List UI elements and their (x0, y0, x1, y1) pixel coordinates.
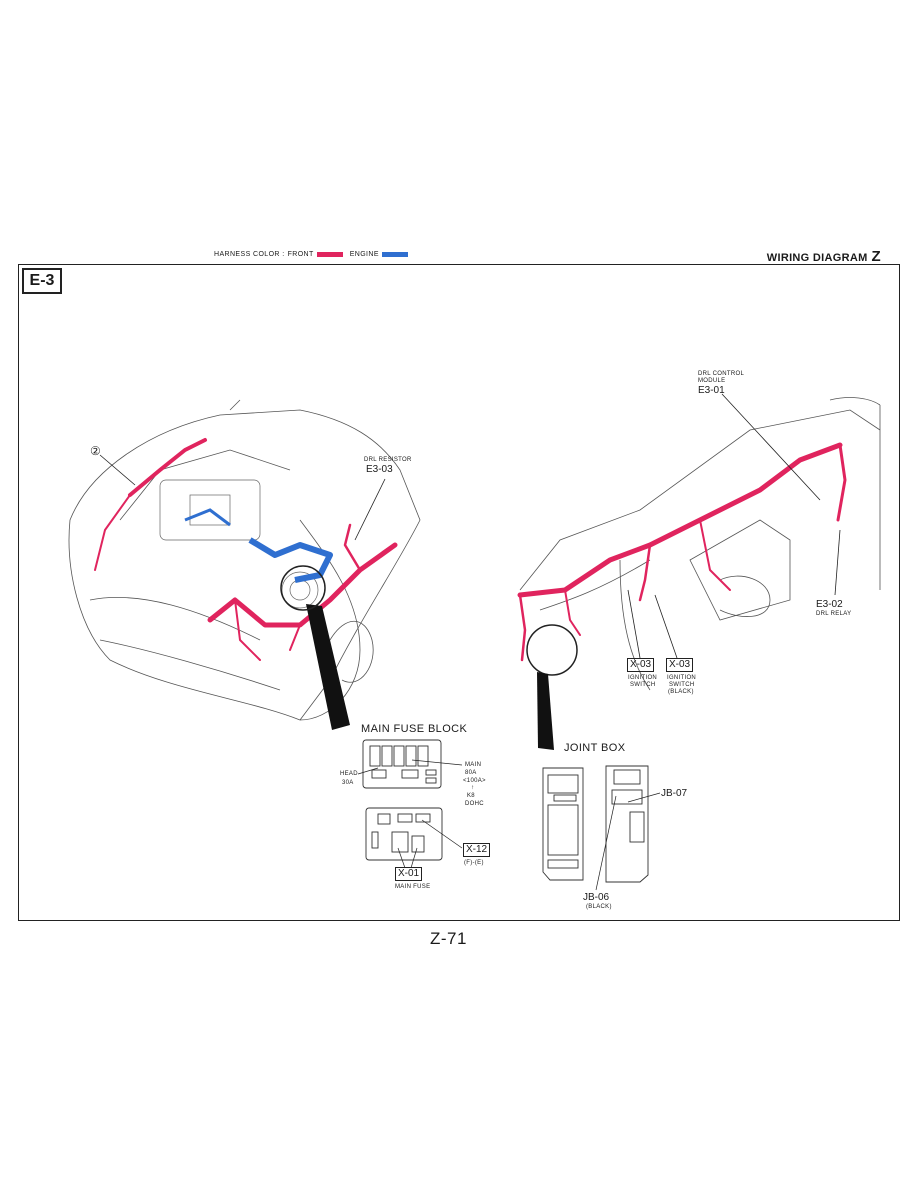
joint-box-title: JOINT BOX (564, 742, 626, 754)
ignition-switch-black-label-3: (BLACK) (668, 689, 694, 695)
jb06-code: JB-06 (583, 892, 610, 903)
ignition-switch-label-2: SWITCH (630, 682, 656, 688)
drl-resistor-leader (354, 478, 386, 541)
callout-2: ② (90, 444, 101, 458)
x01-label: MAIN FUSE (395, 884, 431, 890)
main-fuse-block-bottom (365, 807, 443, 861)
engine-label: ENGINE (349, 251, 379, 258)
dashboard-zoom-pointer (537, 672, 554, 750)
front-color-swatch (316, 252, 343, 257)
engine-harness (248, 537, 333, 583)
x12-note: (F)-(E) (464, 860, 484, 866)
x12-leader (421, 819, 463, 849)
head-fuse-label: HEAD (340, 771, 358, 777)
drl-control-module-code: E3-01 (698, 385, 725, 396)
drl-relay-code: E3-02 (816, 599, 843, 610)
ignition-switch-black-code: X-03 (666, 658, 694, 672)
engine-block-sketch (159, 479, 319, 609)
x01-leader-b (410, 847, 418, 869)
jb06-note: (BLACK) (586, 904, 612, 910)
front-label: FRONT (287, 251, 314, 258)
section-tag: E-3 (22, 268, 62, 294)
page-number: Z-71 (430, 929, 467, 948)
main-fuse-engine-2: DOHC (465, 801, 484, 807)
jb07-leader (627, 792, 661, 803)
dashboard-front-harness (517, 442, 847, 662)
main-fuse-label: MAIN (465, 762, 482, 768)
callout-2-leader (99, 454, 136, 486)
engine-bay-car-outline (68, 399, 421, 721)
diagram-frame (18, 264, 900, 921)
ignition-switch-code: X-03 (627, 658, 655, 672)
joint-box-rear (605, 765, 649, 883)
drl-control-module-label-1: DRL CONTROL (698, 371, 745, 377)
head-fuse-leader (357, 767, 379, 775)
jb06-leader (595, 795, 617, 891)
engine-bay-zoom-circle (280, 565, 326, 611)
ignition-switch-black-leader (654, 594, 678, 659)
harness-color-legend: HARNESS COLOR : FRONT ENGINE (214, 251, 408, 258)
main-fuse-alt-rating: <100A> (463, 778, 486, 784)
main-fuse-block-title: MAIN FUSE BLOCK (361, 723, 468, 735)
drl-relay-label: DRL RELAY (816, 611, 852, 617)
wiring-diagram-title: WIRING DIAGRAM (766, 252, 868, 264)
engine-color-swatch (381, 252, 408, 257)
front-harness (94, 438, 398, 661)
dashboard-zoom-circle (526, 624, 578, 676)
ignition-switch-black-label-2: SWITCH (669, 682, 695, 688)
x12-code: X-12 (463, 843, 491, 857)
head-fuse-rating: 30A (342, 780, 354, 786)
jb07-code: JB-07 (661, 788, 688, 799)
main-fuse-rating: 80A (465, 770, 477, 776)
drl-relay-leader (834, 529, 841, 596)
drl-resistor-code: E3-03 (366, 464, 393, 475)
x01-code: X-01 (395, 867, 423, 881)
dashboard-outline (519, 397, 881, 691)
ignition-switch-label-1: IGNITION (628, 675, 658, 681)
x01-leader-a (397, 847, 406, 869)
ignition-switch-black-label-1: IGNITION (667, 675, 697, 681)
drl-control-module-label-2: MODULE (698, 378, 726, 384)
engine-harness-branch (184, 508, 231, 527)
ignition-switch-leader (627, 589, 641, 659)
main-fuse-engine-1: K8 (467, 793, 475, 799)
main-fuse-arrow: ↑ (471, 785, 475, 791)
joint-box-front (542, 767, 584, 881)
engine-bay-zoom-pointer (306, 604, 350, 730)
drl-module-leader (721, 393, 821, 501)
section-letter: Z (871, 248, 881, 265)
main-fuse-leader (411, 759, 463, 766)
drl-resistor-label: DRL RESISTOR (364, 457, 412, 463)
main-fuse-block-top (362, 739, 442, 789)
harness-color-label: HARNESS COLOR : (214, 251, 285, 258)
